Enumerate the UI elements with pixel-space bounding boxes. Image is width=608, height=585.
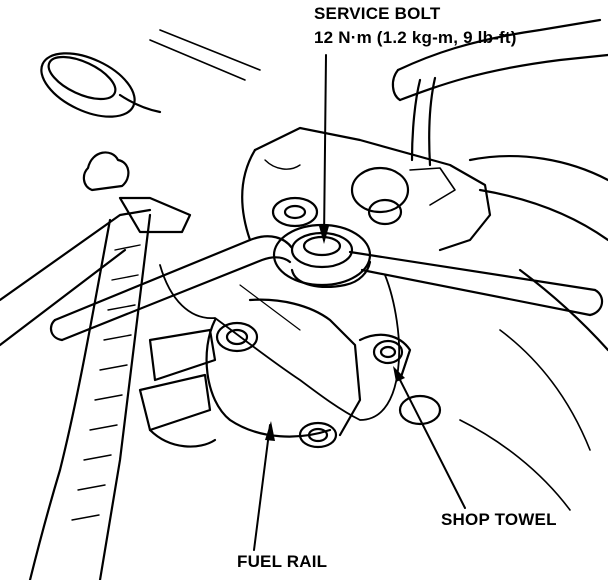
wrench-right: [348, 250, 604, 317]
rubber-grommet: [40, 29, 261, 118]
leader-lines: [253, 54, 466, 551]
right-hoses: [391, 18, 608, 511]
vacuum-cap: [82, 151, 192, 234]
fuel-rail-body: [138, 298, 442, 449]
shop-towel-outline: [159, 264, 401, 421]
arrow-heads: [265, 226, 405, 441]
service-bolt-label: SERVICE BOLT: [314, 4, 441, 23]
wrench-left: [49, 235, 294, 342]
timing-belt: [0, 208, 152, 582]
fuel-rail-label: FUEL RAIL: [237, 552, 328, 571]
bracket-housing: [241, 126, 492, 252]
service-bolt-torque-label: 12 N·m (1.2 kg-m, 9 lb-ft): [314, 28, 517, 47]
shop-towel-label: SHOP TOWEL: [441, 510, 557, 529]
